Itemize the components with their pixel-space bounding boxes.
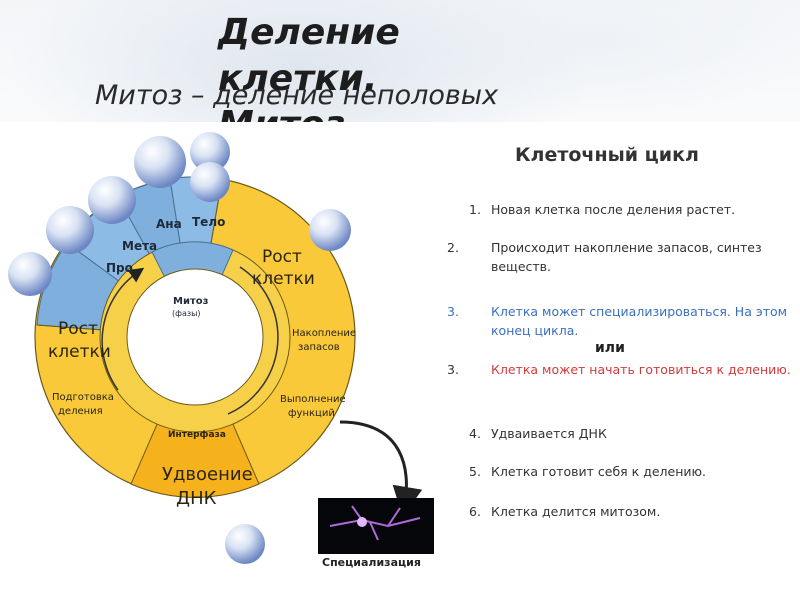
list-item-num: 3. [447, 304, 459, 319]
cell-cycle-diagram: Про Мета Ана Тело Митоз (фазы) Рост клет… [8, 132, 434, 569]
dna-label-1: Удвоение [162, 464, 253, 485]
list-item-num: 4. [469, 426, 481, 441]
dna-label-2: ДНК [176, 488, 217, 509]
storage-label-1: Накопление [292, 328, 356, 339]
cell-bubble [8, 252, 52, 296]
list-or: или [595, 340, 625, 356]
prep-label-1: Подготовка [52, 392, 114, 403]
cell-bubble [225, 524, 265, 564]
function-label-2: функций [288, 408, 335, 419]
cycle-arrow-right [227, 266, 279, 415]
list-item-num: 3. [447, 362, 459, 377]
specialization-arrow [339, 420, 423, 517]
function-label-1: Выполнение [280, 394, 346, 405]
list-item: 5. Клетка готовит себя к делению. [469, 462, 789, 481]
prep-label-2: деления [58, 406, 103, 417]
list-item: 2. Происходит накопление запасов, синтез … [447, 238, 800, 276]
phase-label-telo: Тело [192, 215, 225, 229]
phase-label-pro: Про [106, 261, 133, 275]
phase-label-meta: Мета [122, 239, 157, 253]
cell-bubble [190, 162, 230, 202]
list-item-num: 5. [469, 464, 481, 479]
cycle-arrow-left [101, 267, 145, 391]
cell-bubble [190, 132, 230, 172]
cell-cycle-list-panel: Клеточный цикл 1. Новая клетка после деле… [445, 122, 800, 562]
cell-bubble [46, 206, 94, 254]
growth-label-top-2: клетки [252, 269, 315, 289]
list-item-text: Клетка делится митозом. [491, 504, 661, 519]
center-circle [126, 268, 264, 406]
list-item-text: Удваивается ДНК [491, 426, 607, 441]
list-item-text: Новая клетка после деления растет. [491, 202, 736, 217]
neuron-icon [329, 505, 421, 541]
list-item-text: Клетка готовит себя к делению. [491, 464, 707, 479]
specialization-label: Специализация [322, 556, 421, 569]
cell-cycle-diagram-panel: Про Мета Ана Тело Митоз (фазы) Рост клет… [0, 122, 445, 600]
cell-bubbles [8, 132, 351, 564]
neuron-body [357, 517, 367, 527]
growth-label-top-1: Рост [262, 247, 302, 267]
list-item: 1. Новая клетка после деления растет. [469, 200, 789, 219]
growth-label-left-1: Рост [58, 319, 98, 339]
cell-bubble [88, 176, 136, 224]
mitosis-note: (фазы) [172, 309, 201, 318]
list-item-num: 6. [469, 504, 481, 519]
interphase-label: Интерфаза [168, 430, 226, 440]
list-item: 3. Клетка может начать готовиться к делен… [447, 360, 800, 379]
list-item: 4. Удваивается ДНК [469, 424, 789, 443]
list-item-text: Клетка может начать готовиться к делению… [491, 362, 791, 377]
list-title: Клеточный цикл [515, 144, 699, 166]
cell-bubble [134, 136, 186, 188]
phase-label-ana: Ана [156, 217, 182, 231]
neuron-image [318, 498, 434, 554]
storage-label-2: запасов [298, 342, 340, 353]
mitosis-label: Митоз [173, 296, 209, 307]
list-item: 6. Клетка делится митозом. [469, 502, 789, 521]
growth-label-left-2: клетки [48, 342, 111, 362]
list-item-num: 2. [447, 240, 459, 255]
list-item-text: Происходит накопление запасов, синтез ве… [491, 240, 762, 274]
cell-bubble [309, 209, 351, 251]
list-item: 3. Клетка может специализироваться. На эт… [447, 302, 800, 340]
list-item-num: 1. [469, 202, 481, 217]
list-item-text: Клетка может специализироваться. На этом… [491, 304, 788, 338]
